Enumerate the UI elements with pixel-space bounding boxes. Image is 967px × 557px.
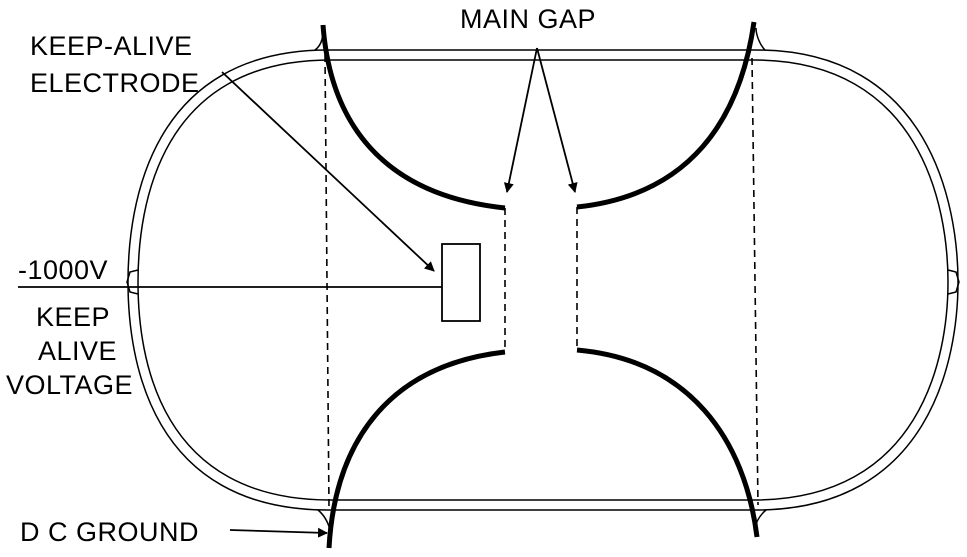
- main-gap-label: MAIN GAP: [460, 4, 596, 34]
- glass-envelope: [126, 27, 960, 531]
- dc-ground-label: D C GROUND: [20, 517, 199, 547]
- keep-alive-voltage-label-line2: ALIVE: [38, 336, 117, 366]
- main-gap-arrow-left: [503, 47, 538, 193]
- keep-alive-electrode-arrow: [221, 71, 435, 272]
- dashed-guides: [324, 54, 759, 509]
- main-gap-arrow-right: [536, 47, 578, 193]
- keep-alive-electrode-label-line2: ELECTRODE: [30, 68, 200, 98]
- keep-alive-electrode-label-line1: KEEP-ALIVE: [30, 31, 193, 61]
- keep-alive-electrode-box: [441, 243, 481, 322]
- keep-alive-voltage-label-line3: VOLTAGE: [6, 370, 133, 400]
- upper-electrode: [320, 21, 757, 211]
- lower-electrode: [326, 347, 760, 549]
- dc-ground-arrow: [229, 527, 328, 538]
- keep-alive-voltage-label-line1: KEEP: [36, 302, 110, 332]
- voltage-value-label: -1000V: [18, 255, 108, 285]
